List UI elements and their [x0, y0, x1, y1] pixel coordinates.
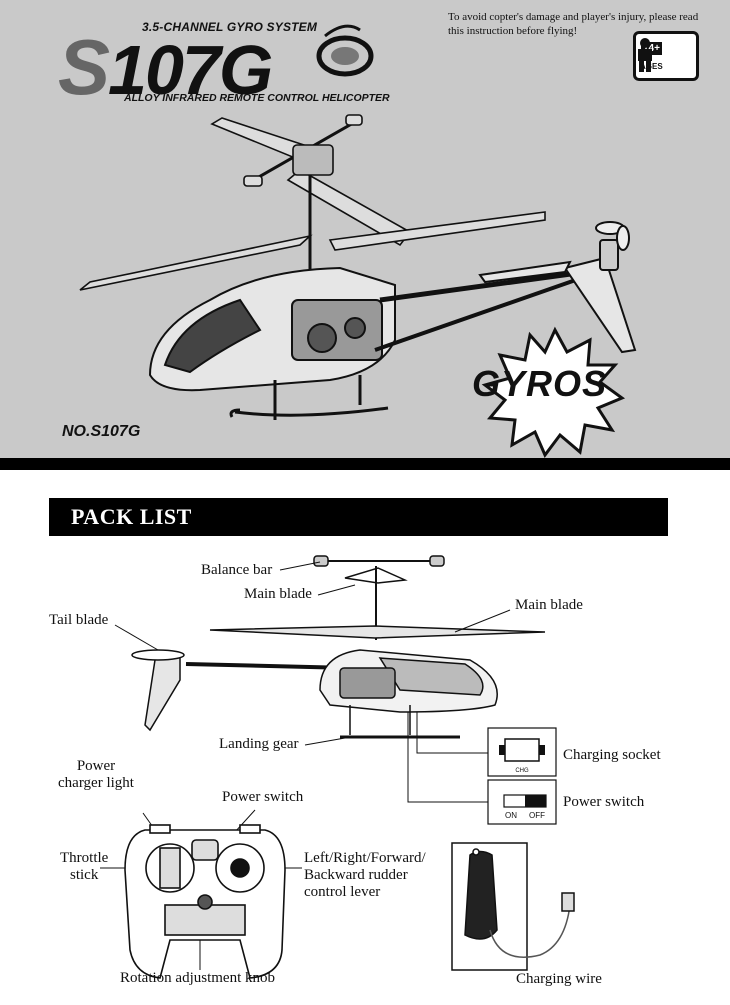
person-icon [638, 38, 652, 72]
power-switch-box: ON OFF [487, 779, 557, 825]
label-landing-gear: Landing gear [219, 736, 299, 752]
remote-controller-diagram [124, 824, 286, 979]
charging-wire-diagram [451, 842, 575, 971]
charging-socket-box: CHG [487, 727, 557, 777]
age-badge: 14+ AGES [633, 31, 699, 81]
model-number: NO.S107G [62, 423, 141, 440]
gyros-starburst [481, 326, 626, 458]
cover-landing-gear [229, 375, 389, 420]
cover-tagline: ALLOY INFRARED REMOTE CONTROL HELICOPTER [124, 92, 390, 104]
pack-list-header: PACK LIST [49, 498, 668, 536]
label-charging-socket: Charging socket [563, 747, 661, 763]
cover-main-rotor [79, 114, 546, 291]
switch-off-text: OFF [529, 811, 545, 820]
label-control-lever: Left/Right/Forward/ Backward rudder cont… [304, 850, 426, 900]
logo-rest: 107G [108, 31, 273, 109]
logo-prefix: S [58, 23, 110, 111]
gyro-swirl-icon [316, 24, 374, 77]
label-balance-bar: Balance bar [201, 562, 273, 578]
label-rotation-knob: Rotation adjustment knob [120, 970, 275, 986]
cover-fuselage [148, 221, 637, 392]
switch-on-text: ON [505, 811, 517, 820]
product-logo: S107G [58, 22, 273, 113]
gyros-burst-text: GYROS [472, 363, 608, 404]
cover-helicopter-illustration [79, 24, 637, 458]
divider-gap [0, 470, 730, 473]
socket-chg-text: CHG [515, 768, 529, 774]
label-throttle-stick: Throttle stick [60, 850, 109, 883]
label-tail-blade: Tail blade [49, 612, 109, 628]
label-main-blade-top: Main blade [244, 586, 312, 602]
age-label: AGES [640, 62, 663, 71]
helicopter-diagram [131, 555, 546, 739]
cover-subtitle: 3.5-CHANNEL GYRO SYSTEM [142, 20, 318, 34]
label-power-charger-light: Power charger light [58, 758, 134, 791]
label-power-switch-remote: Power switch [222, 789, 304, 805]
pack-list-title: PACK LIST [71, 504, 192, 529]
label-power-switch-heli: Power switch [563, 794, 645, 810]
safety-warning: To avoid copter's damage and player's in… [448, 11, 699, 37]
label-charging-wire: Charging wire [516, 971, 602, 987]
divider-band [0, 458, 730, 470]
label-main-blade-right: Main blade [515, 597, 583, 613]
